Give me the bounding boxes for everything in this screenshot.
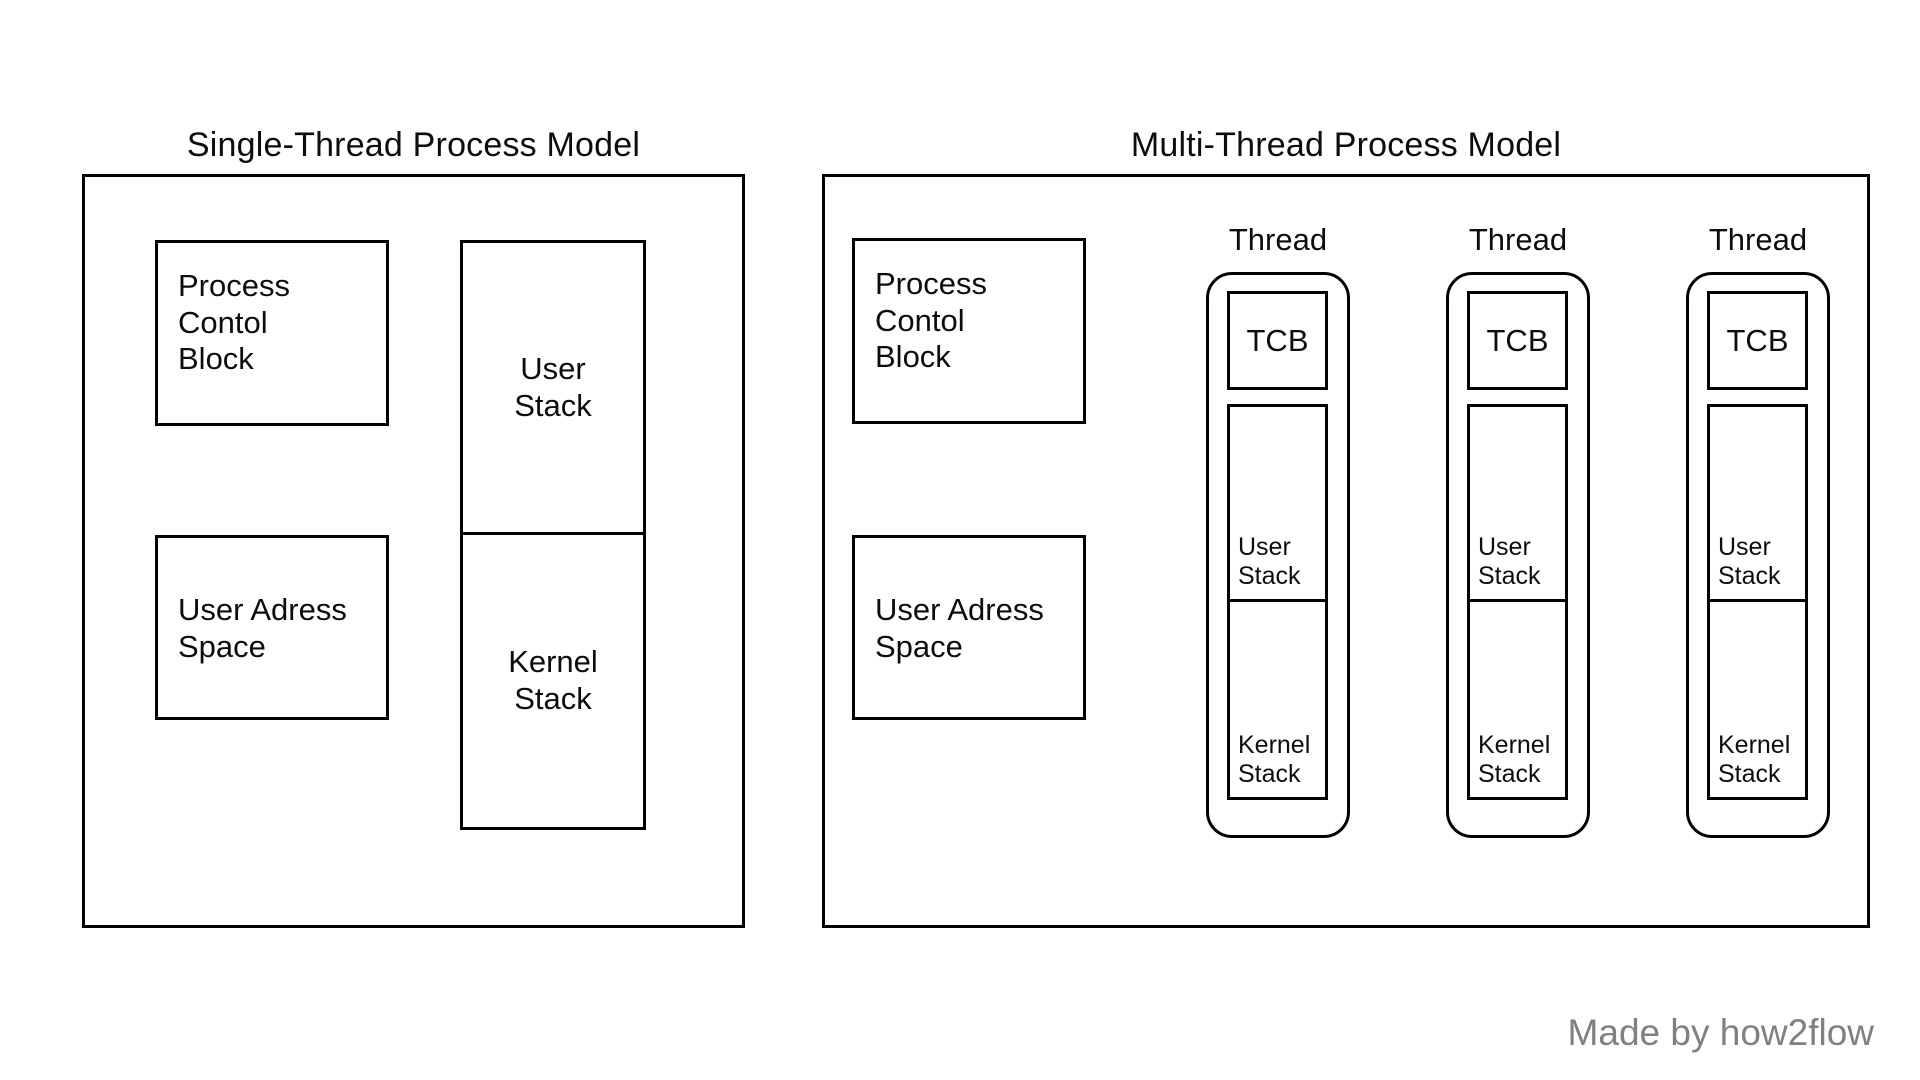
multi-process-control-block-box (852, 238, 1086, 424)
single-user-address-space-box (155, 535, 389, 720)
thread-caption-label: Thread (1708, 222, 1808, 257)
thread-kernel-stack-box: Kernel Stack (1467, 602, 1568, 800)
thread-tcb-label: TCB (1726, 323, 1789, 358)
single-kernel-stack-box: Kernel Stack (460, 535, 646, 830)
thread-kernel-stack-label: Kernel Stack (1718, 731, 1791, 788)
thread-user-stack-label: User Stack (1478, 533, 1541, 590)
thread-tcb-label: TCB (1486, 323, 1549, 358)
thread-tcb-box: TCB (1467, 291, 1568, 390)
multi-thread-panel-title: Multi-Thread Process Model (1130, 126, 1562, 164)
thread-tcb-box: TCB (1707, 291, 1808, 390)
thread-caption-label: Thread (1468, 222, 1568, 257)
single-process-control-block-box (155, 240, 389, 426)
single-user-stack-label: User Stack (514, 350, 592, 423)
thread-caption-label: Thread (1228, 222, 1328, 257)
thread-column: Thread TCB User Stack Kernel Stack (1686, 224, 1830, 838)
thread-user-stack-box: User Stack (1707, 404, 1808, 602)
thread-kernel-stack-box: Kernel Stack (1707, 602, 1808, 800)
thread-user-stack-box: User Stack (1467, 404, 1568, 602)
credit-watermark: Made by how2flow (1567, 1012, 1874, 1053)
thread-user-stack-box: User Stack (1227, 404, 1328, 602)
thread-column: Thread TCB User Stack Kernel Stack (1446, 224, 1590, 838)
thread-kernel-stack-label: Kernel Stack (1478, 731, 1551, 788)
thread-kernel-stack-box: Kernel Stack (1227, 602, 1328, 800)
thread-column: Thread TCB User Stack Kernel Stack (1206, 224, 1350, 838)
single-thread-panel-title: Single-Thread Process Model (186, 126, 641, 164)
multi-user-address-space-label: User Adress Space (875, 592, 1044, 664)
single-user-address-space-label: User Adress Space (178, 592, 347, 664)
thread-user-stack-label: User Stack (1238, 533, 1301, 590)
thread-tcb-label: TCB (1246, 323, 1309, 358)
single-user-stack-box: User Stack (460, 240, 646, 535)
single-process-control-block-label: Process Contol Block (178, 268, 290, 377)
thread-tcb-box: TCB (1227, 291, 1328, 390)
single-kernel-stack-label: Kernel Stack (508, 644, 598, 716)
multi-process-control-block-label: Process Contol Block (875, 266, 987, 375)
thread-kernel-stack-label: Kernel Stack (1238, 731, 1311, 788)
thread-user-stack-label: User Stack (1718, 533, 1781, 590)
multi-user-address-space-box (852, 535, 1086, 720)
